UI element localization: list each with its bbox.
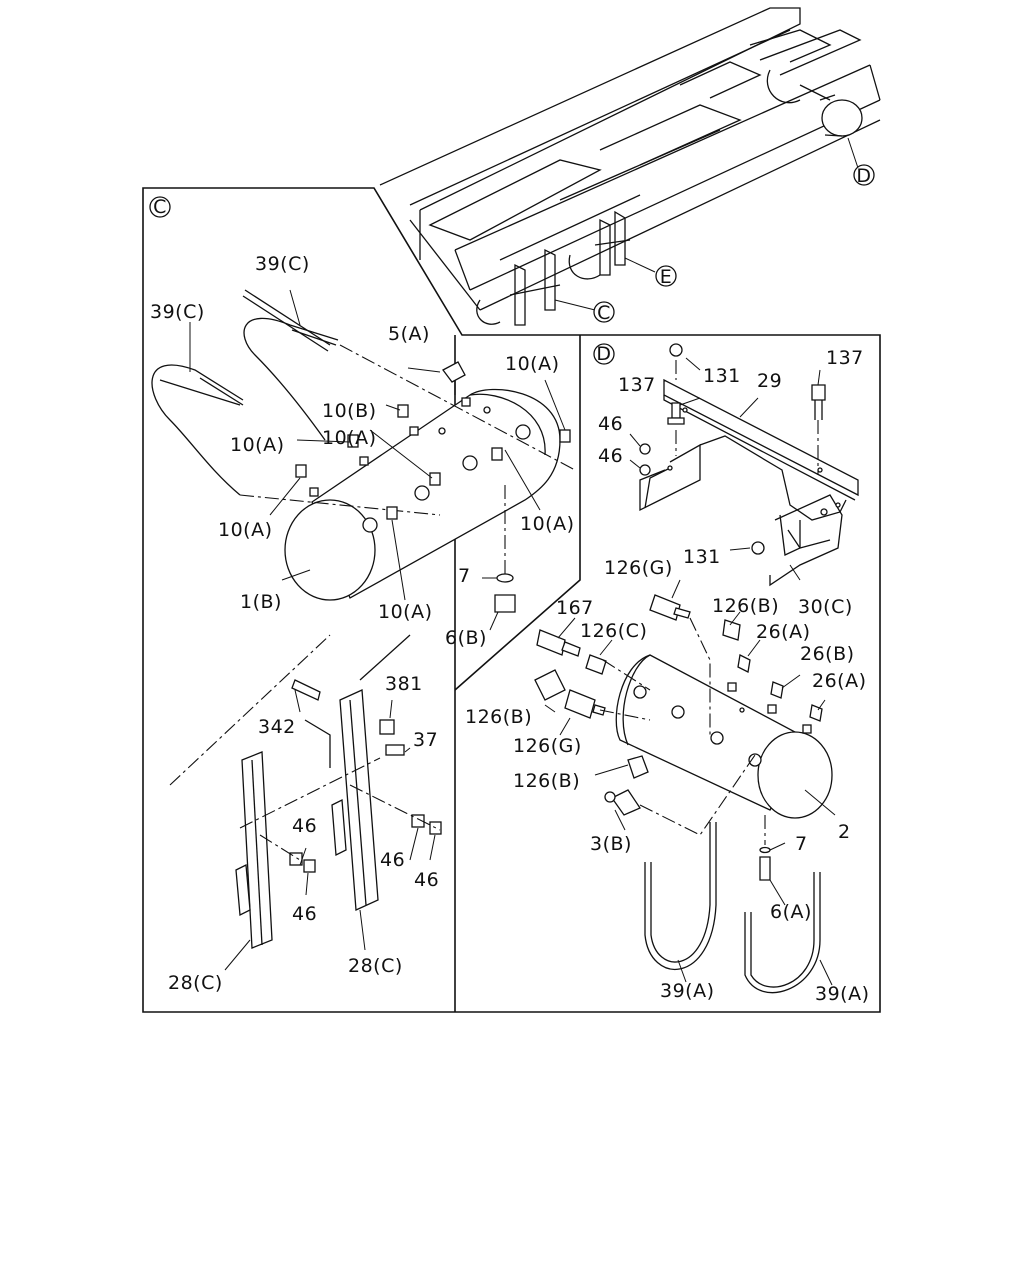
label-3b: 3(B) xyxy=(590,833,632,855)
detail-d: D xyxy=(465,343,870,1005)
air-tank-2 xyxy=(615,654,836,819)
u-bolts-39a xyxy=(644,822,833,994)
label-7-c: 7 xyxy=(458,565,471,587)
detail-d-labels: 131 137 137 29 46 46 131 30(C) 126(G) 16… xyxy=(465,347,870,1005)
label-46-2: 46 xyxy=(292,903,317,925)
label-126b-3: 126(B) xyxy=(513,770,580,792)
label-46-1: 46 xyxy=(292,815,317,837)
label-5a: 5(A) xyxy=(388,323,430,345)
label-6a: 6(A) xyxy=(770,901,812,923)
label-26b: 26(B) xyxy=(800,643,855,665)
label-46-3: 46 xyxy=(380,849,405,871)
label-46-d1: 46 xyxy=(598,413,623,435)
label-39c-b: 39(C) xyxy=(150,301,205,323)
label-28c-1: 28(C) xyxy=(168,972,223,994)
detail-d-marker: D xyxy=(596,343,611,365)
fittings-c xyxy=(269,361,571,631)
label-7-d: 7 xyxy=(795,833,808,855)
label-39a-2: 39(A) xyxy=(815,983,870,1005)
bracket-29 xyxy=(629,343,859,587)
label-126b-1: 126(B) xyxy=(712,595,779,617)
label-167: 167 xyxy=(556,597,594,619)
label-1b: 1(B) xyxy=(240,591,282,613)
label-26a-2: 26(A) xyxy=(812,670,867,692)
brackets-28c xyxy=(169,634,442,971)
detail-c-marker: C xyxy=(153,196,167,218)
label-131-2: 131 xyxy=(683,546,721,568)
fittings-d xyxy=(534,579,826,906)
label-2: 2 xyxy=(838,821,851,843)
callout-c-label: C xyxy=(597,302,611,324)
label-30c: 30(C) xyxy=(798,596,853,618)
label-137-2: 137 xyxy=(618,374,656,396)
label-10a-1: 10(A) xyxy=(322,427,377,449)
label-10a-3: 10(A) xyxy=(505,353,560,375)
label-381: 381 xyxy=(385,673,423,695)
label-46-4: 46 xyxy=(414,869,439,891)
label-6b: 6(B) xyxy=(445,627,487,649)
label-26a-1: 26(A) xyxy=(756,621,811,643)
overview-callouts: D E C xyxy=(593,164,875,324)
label-131-1: 131 xyxy=(703,365,741,387)
label-28c-2: 28(C) xyxy=(348,955,403,977)
label-10a-2: 10(A) xyxy=(230,434,285,456)
label-10a-4: 10(A) xyxy=(218,519,273,541)
label-126c: 126(C) xyxy=(580,620,647,642)
label-37: 37 xyxy=(413,729,438,751)
callout-d-label: D xyxy=(856,165,871,187)
label-342: 342 xyxy=(258,716,296,738)
label-39c-a: 39(C) xyxy=(255,253,310,275)
detail-c: C xyxy=(149,196,576,994)
label-10b: 10(B) xyxy=(322,400,377,422)
strap-39c xyxy=(151,289,576,516)
chassis-overview xyxy=(379,7,881,326)
label-126g-2: 126(G) xyxy=(513,735,582,757)
detail-c-labels: 39(C) 39(C) 5(A) 10(B) 10(A) 10(A) 10(A)… xyxy=(150,253,575,994)
label-10a-5: 10(A) xyxy=(520,513,575,535)
label-126g-1: 126(G) xyxy=(604,557,673,579)
label-29: 29 xyxy=(757,370,782,392)
label-10a-6: 10(A) xyxy=(378,601,433,623)
label-126b-2: 126(B) xyxy=(465,706,532,728)
callout-e-label: E xyxy=(660,266,673,288)
label-137-1: 137 xyxy=(826,347,864,369)
label-46-d2: 46 xyxy=(598,445,623,467)
label-39a-1: 39(A) xyxy=(660,980,715,1002)
